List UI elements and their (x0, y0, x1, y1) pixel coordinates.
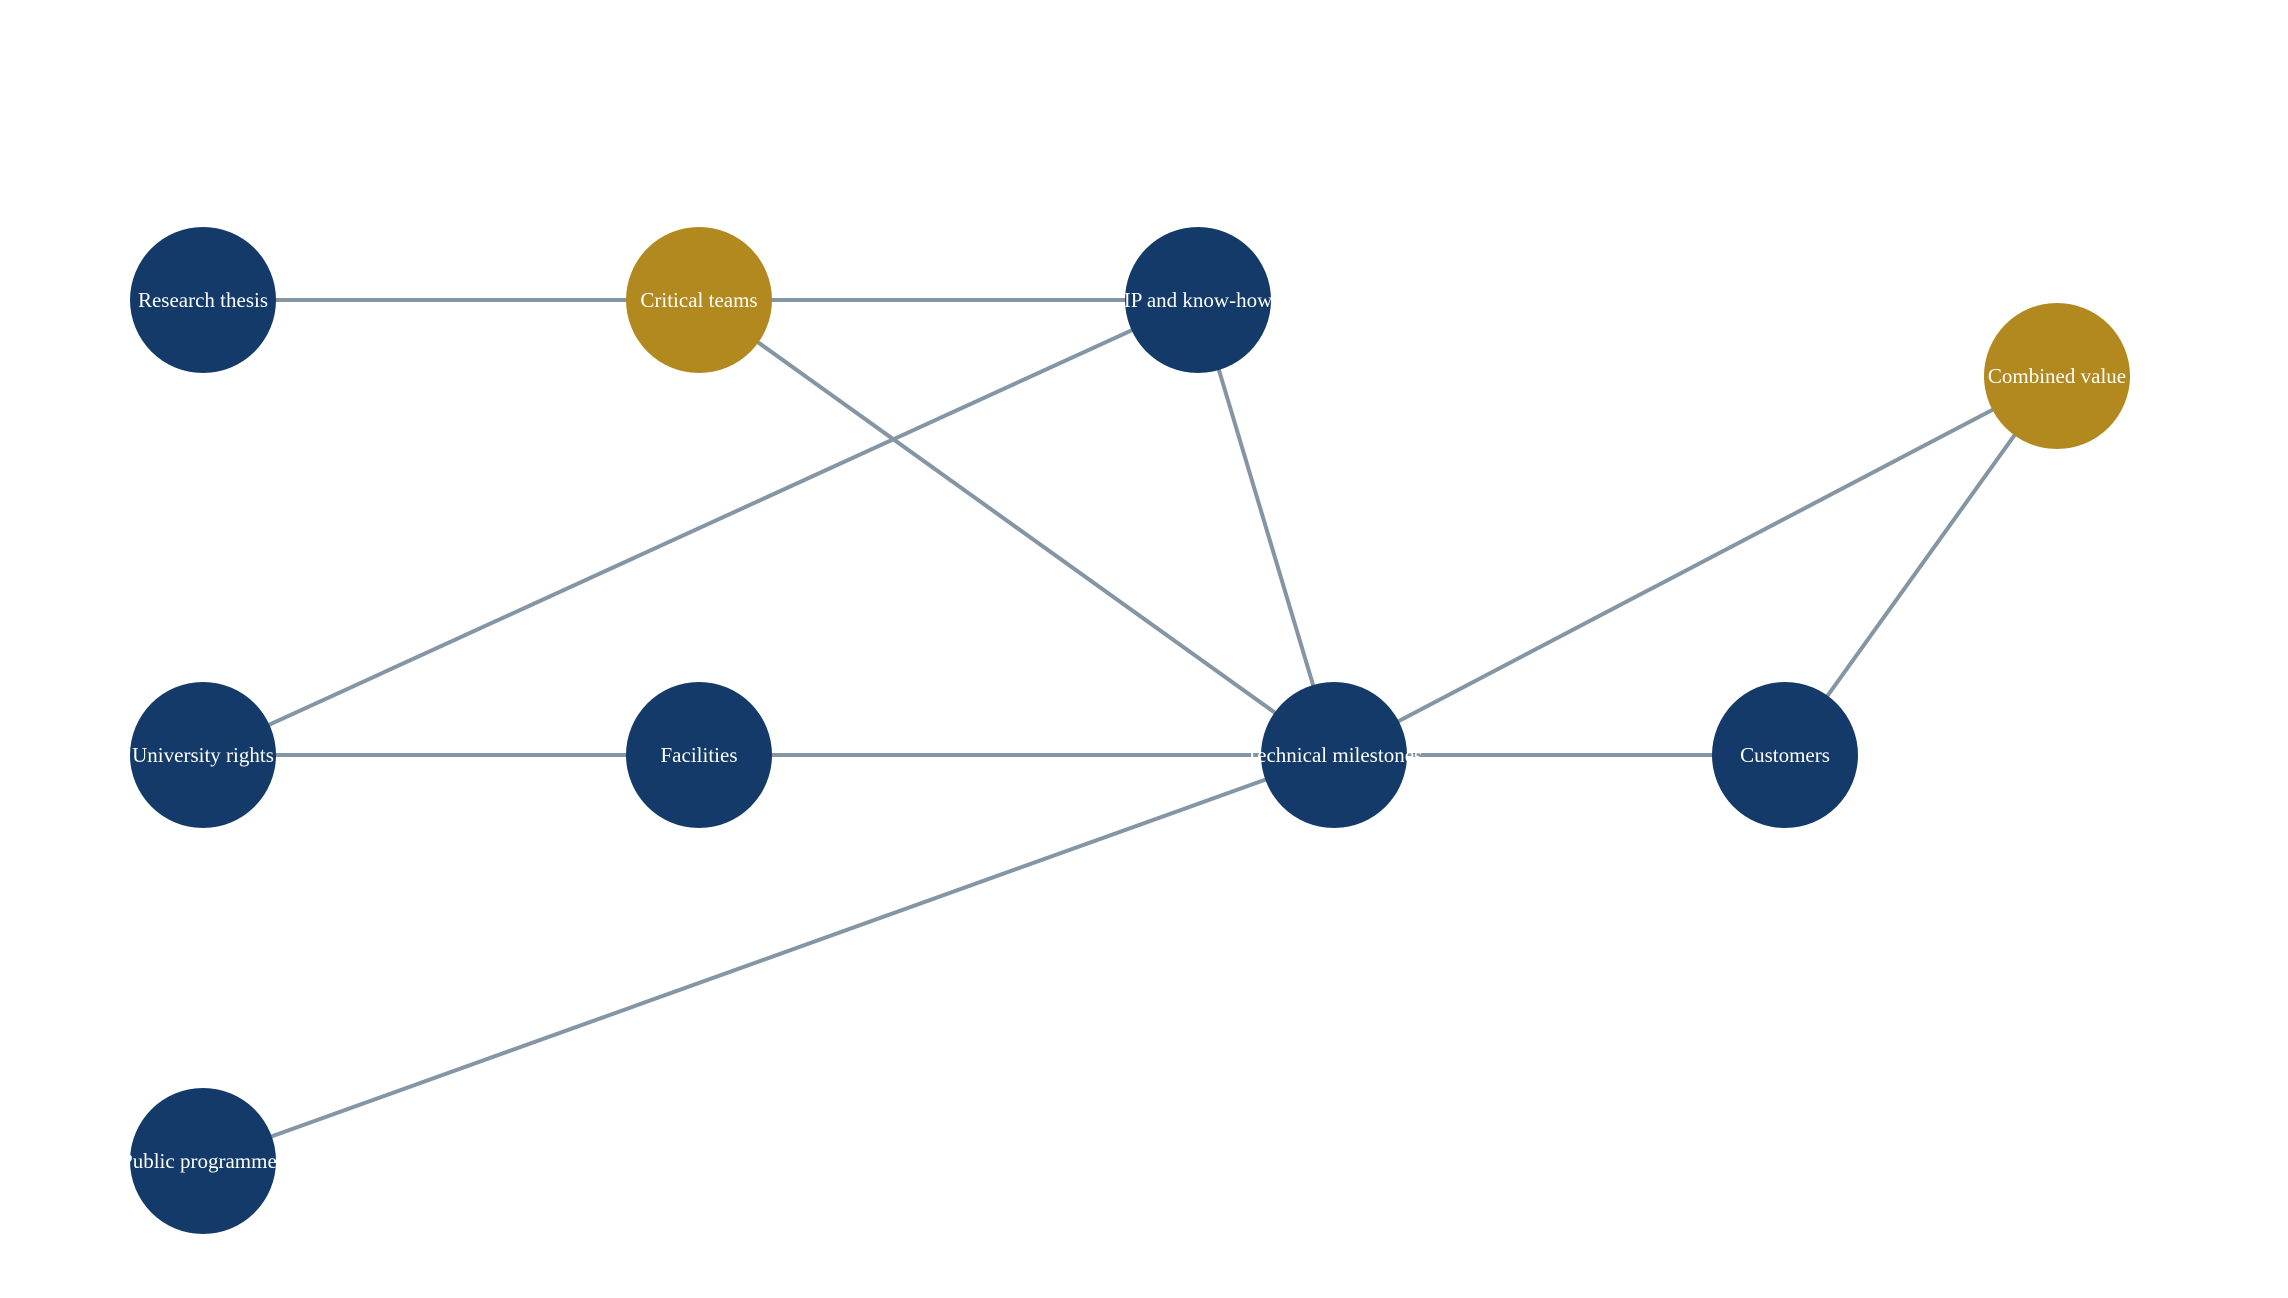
node-label-university-rights: University rights (132, 743, 274, 767)
node-combined-value: Combined value (1984, 303, 2130, 449)
node-circle-public-programmes (130, 1088, 276, 1234)
node-circle-ip-know-how (1125, 227, 1271, 373)
node-ip-know-how: IP and know-how (1124, 227, 1273, 373)
edge-customers-to-combined-value (1783, 374, 2059, 757)
node-label-ip-know-how: IP and know-how (1124, 288, 1273, 312)
node-label-customers: Customers (1740, 743, 1830, 767)
node-facilities: Facilities (626, 682, 772, 828)
node-circle-customers (1712, 682, 1858, 828)
node-technical-milestones: Technical milestones (1246, 682, 1422, 828)
node-label-facilities: Facilities (661, 743, 738, 767)
node-university-rights: University rights (130, 682, 276, 828)
node-circle-critical-teams (626, 227, 772, 373)
node-public-programmes: Public programmes (121, 1088, 285, 1234)
edge-ip-know-how-to-university-rights (202, 298, 1199, 757)
node-circle-technical-milestones (1261, 682, 1407, 828)
edge-public-programmes-to-technical-milestones (202, 753, 1335, 1163)
node-critical-teams: Critical teams (626, 227, 772, 373)
node-circle-university-rights (130, 682, 276, 828)
node-circle-facilities (626, 682, 772, 828)
node-label-research-thesis: Research thesis (138, 288, 268, 312)
node-label-technical-milestones: Technical milestones (1246, 743, 1422, 767)
node-layer: Research thesis Critical teams IP and know… (121, 227, 2130, 1234)
edge-ip-know-how-to-technical-milestones (1196, 299, 1336, 756)
node-label-public-programmes: Public programmes (121, 1149, 285, 1173)
edge-technical-milestones-to-combined-value (1333, 374, 2058, 757)
edge-critical-teams-to-technical-milestones (697, 298, 1336, 757)
node-label-critical-teams: Critical teams (640, 288, 757, 312)
edge-layer (202, 298, 2059, 1163)
node-circle-combined-value (1984, 303, 2130, 449)
node-customers: Customers (1712, 682, 1858, 828)
node-circle-research-thesis (130, 227, 276, 373)
node-research-thesis: Research thesis (130, 227, 276, 373)
node-label-combined-value: Combined value (1988, 364, 2126, 388)
